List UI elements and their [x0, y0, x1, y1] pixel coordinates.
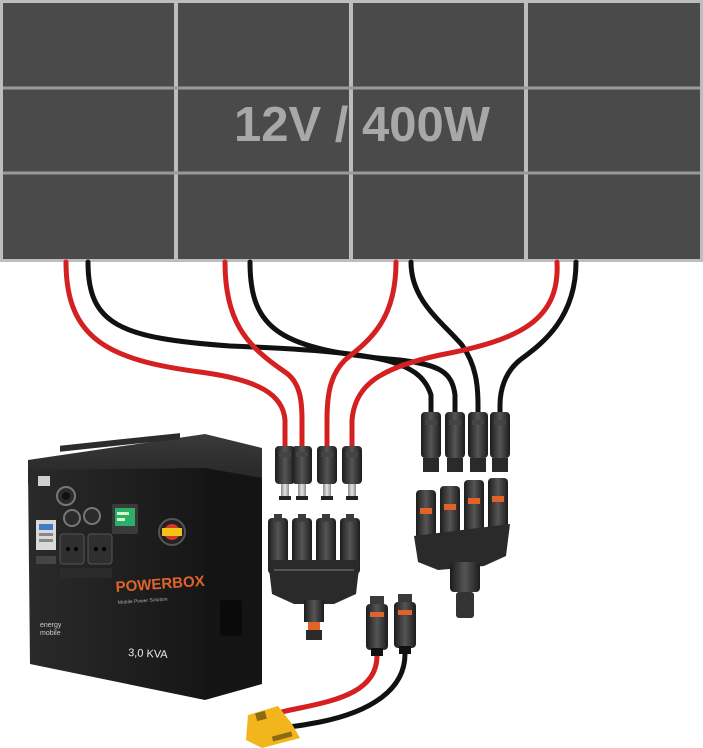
side-handle — [220, 600, 242, 636]
maker-line-1: energy — [40, 622, 62, 629]
negative-mc4-connector-1 — [421, 412, 441, 472]
solar-panel-4 — [528, 3, 700, 259]
solar-panel-2 — [178, 3, 349, 259]
maker-line-2: mobile — [40, 630, 61, 637]
positive-mc4-connector-3 — [317, 446, 337, 500]
positive-mc4-connectors — [275, 446, 362, 500]
display-screen — [115, 508, 135, 526]
positive-mc4-connector-2 — [292, 446, 312, 500]
cigarette-socket-3 — [83, 507, 101, 525]
powerbox-subtitle: Mobile Power Solution — [118, 597, 168, 606]
panel4-positive-cable — [349, 259, 560, 449]
ac-socket-1 — [59, 533, 85, 565]
anderson-plug — [246, 706, 300, 748]
panel-cell-lines — [3, 86, 700, 175]
solar-panel-1 — [3, 3, 174, 259]
powerbox-brand: POWERBOX — [115, 573, 205, 596]
panel3-negative-cable — [408, 259, 481, 415]
negative-mc4-connector-3 — [468, 412, 488, 472]
positive-mc4-connector-1 — [275, 446, 295, 500]
panel1-negative-cable — [85, 259, 434, 415]
panel2-negative-cable — [247, 259, 458, 415]
cigarette-socket-2 — [63, 509, 81, 527]
powerbox-rating: 3,0 KVA — [128, 647, 169, 661]
negative-mc4-connector-4 — [490, 412, 510, 472]
solar-panel-3 — [353, 3, 524, 259]
output-lead — [246, 594, 416, 748]
powerbox-unit: POWERBOX Mobile Power Solution energy mo… — [28, 433, 262, 700]
panel3-positive-cable — [324, 259, 399, 449]
positive-mc4-connector-4 — [342, 446, 362, 500]
panel2-positive-cable — [222, 259, 305, 449]
negative-mc4-connectors — [421, 412, 510, 472]
output-mc4-pair — [366, 594, 416, 656]
powerbox-side — [205, 468, 262, 700]
usb-port — [38, 476, 50, 486]
negative-mc4-connector-2 — [445, 412, 465, 472]
panel1-positive-cable — [63, 259, 288, 449]
solar-array: 12V / 400W — [0, 0, 703, 262]
branch-connector-left — [268, 514, 360, 640]
branch-connector-right — [414, 478, 510, 618]
cable-harness — [63, 259, 579, 449]
ac-socket-2 — [87, 533, 113, 565]
panel4-negative-cable — [497, 259, 579, 415]
array-rating-label: 12V / 400W — [234, 98, 491, 152]
front-control-panel — [36, 476, 186, 578]
